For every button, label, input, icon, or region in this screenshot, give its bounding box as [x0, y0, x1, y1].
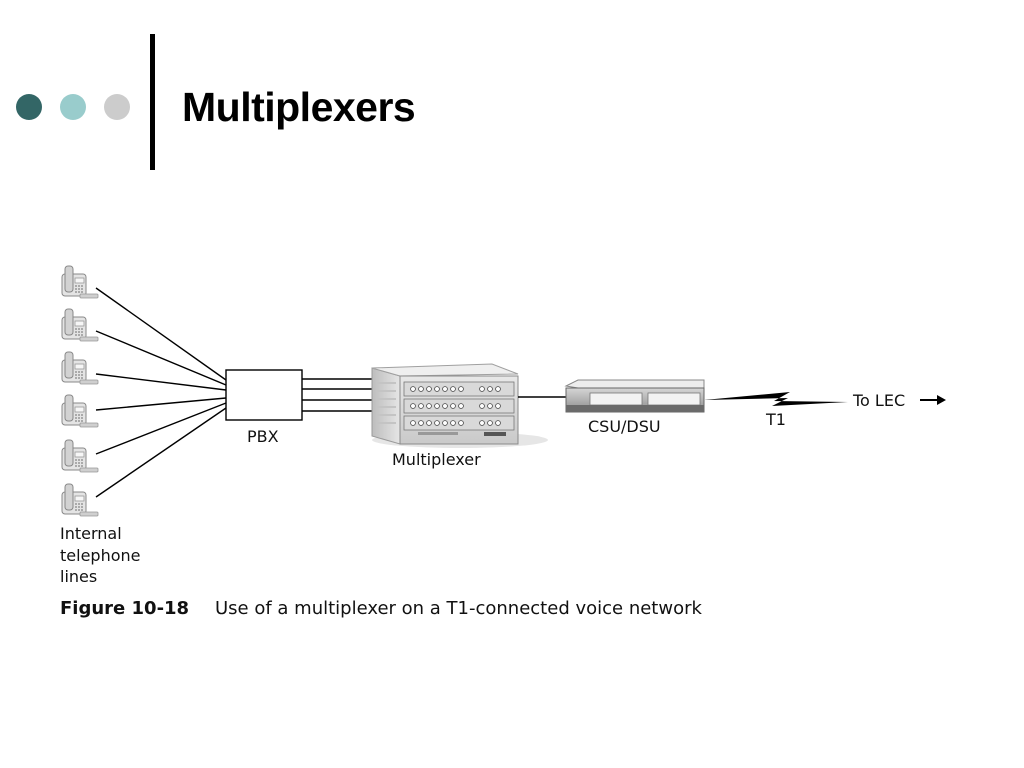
- phone-lines: [95, 287, 227, 498]
- internal-lines-label: Internal telephone lines: [60, 524, 140, 586]
- telephone-icon: [61, 439, 99, 473]
- t1-label: T1: [765, 410, 786, 429]
- pbx-box: [225, 369, 303, 421]
- pbx-label: PBX: [247, 427, 279, 446]
- figure-number: Figure 10-18: [60, 598, 189, 619]
- telephone-icon: [61, 308, 99, 342]
- internal-lines-label-line2: telephone: [60, 546, 140, 565]
- t1-lightning-link: [704, 392, 848, 406]
- phone-line: [95, 287, 227, 381]
- telephone-icon: [61, 394, 99, 428]
- arrow-right-icon: [920, 395, 946, 405]
- bullet-dot-light: [60, 94, 86, 120]
- multiplexer-device: [371, 363, 548, 448]
- telephone-icon: [61, 265, 99, 299]
- internal-lines-label-line1: Internal: [60, 524, 122, 543]
- phone-line: [95, 397, 227, 411]
- telephone-icon: [61, 483, 99, 517]
- telephone-icon: [61, 351, 99, 385]
- bullet-dots: [16, 94, 136, 122]
- to-lec-label: To LEC: [852, 391, 905, 410]
- pbx-trunks: [302, 378, 380, 412]
- phone-line: [95, 330, 227, 386]
- phone-line: [95, 402, 227, 455]
- multiplexer-label: Multiplexer: [392, 450, 481, 469]
- phone-line: [95, 407, 227, 498]
- bullet-dot-dark: [16, 94, 42, 120]
- figure-caption: Use of a multiplexer on a T1-connected v…: [215, 598, 702, 619]
- telephones: [61, 265, 99, 517]
- internal-lines-label-line3: lines: [60, 567, 97, 586]
- bullet-dot-gray: [104, 94, 130, 120]
- title-divider: [150, 34, 155, 170]
- slide-title: Multiplexers: [182, 84, 416, 130]
- mux-rack-units: [403, 381, 515, 436]
- csu-dsu-label: CSU/DSU: [588, 417, 661, 436]
- phone-line: [95, 373, 227, 391]
- csu-dsu-device: [564, 379, 705, 413]
